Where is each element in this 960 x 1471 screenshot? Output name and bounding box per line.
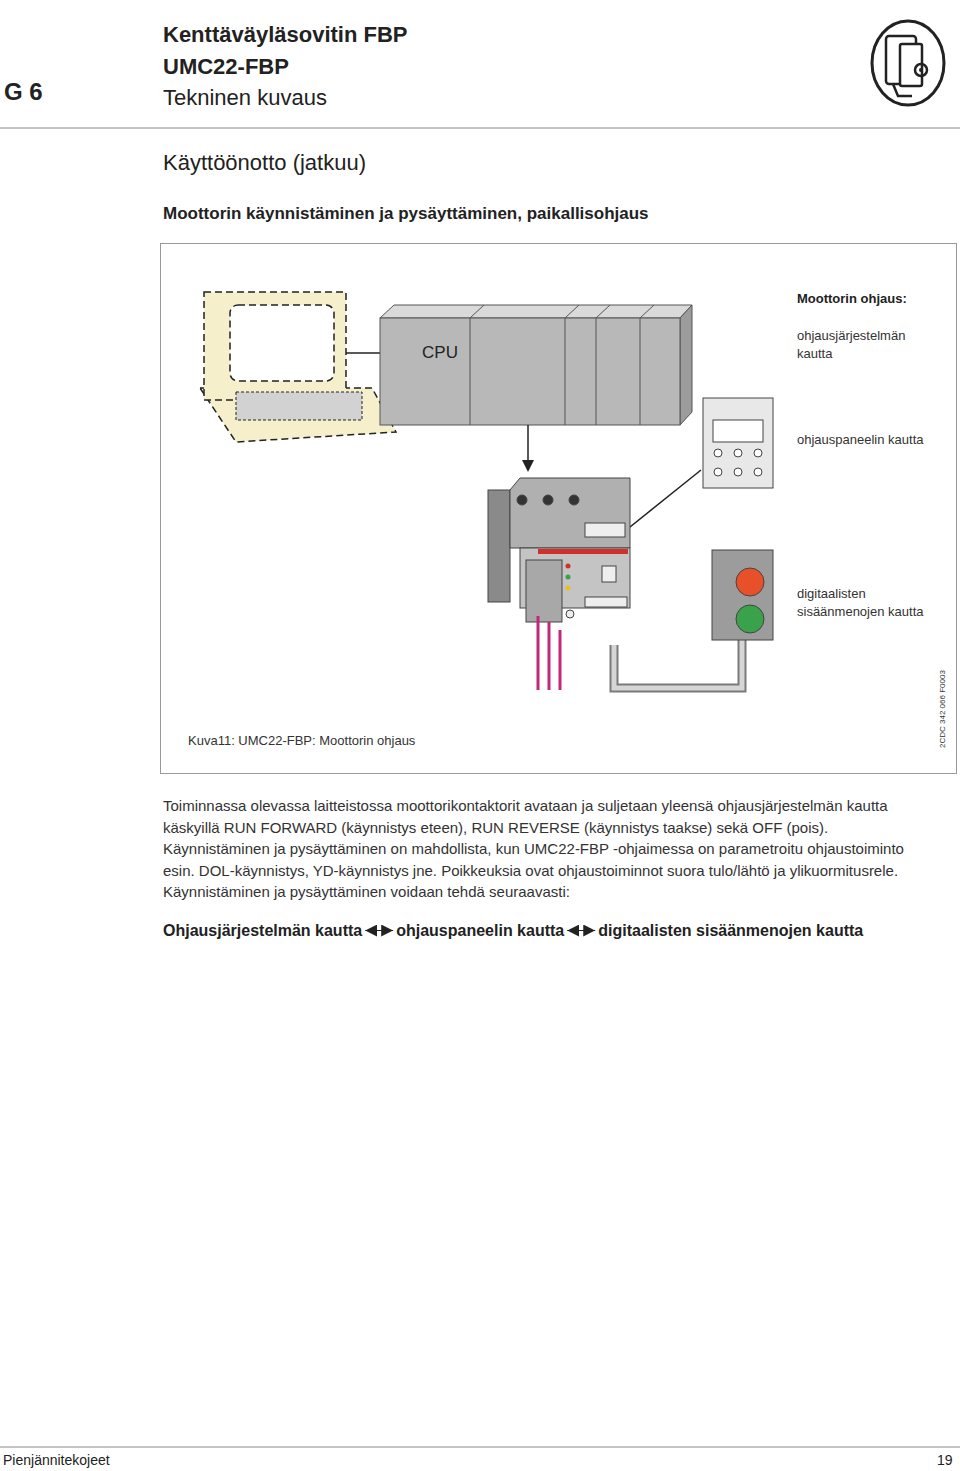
- body-text: Käynnistäminen ja pysäyttäminen on mahdo…: [163, 838, 933, 903]
- text-label: digitaalisten sisäänmenojen kautta: [797, 585, 937, 621]
- cpu-module: CPU: [416, 339, 464, 367]
- node-text: digitaalisten sisäänmenojen kautta: [598, 920, 863, 942]
- text-label: Pienjännitekojeet: [3, 1451, 110, 1469]
- cable: [614, 640, 742, 688]
- text-label: ohjausjärjestelmän kautta: [797, 327, 937, 363]
- plc-rack: [380, 305, 692, 425]
- text-label: 19: [937, 1451, 953, 1469]
- pushbutton-box: [712, 550, 773, 640]
- cable: [538, 616, 560, 690]
- text-label: 2CDC 342 066 F0003: [938, 670, 948, 748]
- section-title: Käyttöönotto (jatkuu): [163, 148, 366, 178]
- computer-symbol: [200, 292, 396, 442]
- double-arrow: [365, 930, 393, 931]
- text-label: Moottorin käynnistäminen ja pysäyttämine…: [163, 203, 649, 225]
- body-text: Toiminnassa olevassa laitteistossa moott…: [163, 795, 933, 838]
- figure-frame: [161, 244, 957, 774]
- node-text: CPU: [422, 339, 458, 367]
- text-label: Tekninen kuvaus: [163, 83, 327, 113]
- text-label: Moottorin ohjaus:: [797, 290, 947, 308]
- control-option: Ohjausjärjestelmän kautta: [163, 920, 362, 942]
- control-option: ohjauspaneelin kautta: [396, 920, 564, 942]
- header-rule: [0, 128, 960, 129]
- device-icon: [872, 21, 944, 105]
- umc-device: [488, 478, 630, 622]
- footer-rule: [0, 1447, 960, 1448]
- control-option: digitaalisten sisäänmenojen kautta: [598, 920, 863, 942]
- node-text: ohjauspaneelin kautta: [396, 920, 564, 942]
- link-line: [346, 352, 380, 354]
- text-label: UMC22-FBP: [163, 52, 289, 82]
- control-panel: [703, 398, 773, 488]
- figure-caption: Kuva11: UMC22-FBP: Moottorin ohjaus: [188, 732, 415, 750]
- double-arrow: [567, 930, 595, 931]
- text-label: Kenttäväyläsovitin FBP: [163, 20, 408, 50]
- text-label: ohjauspaneelin kautta: [797, 431, 947, 449]
- text-label: G 6: [4, 77, 43, 107]
- cable: [614, 640, 742, 688]
- node-text: Ohjausjärjestelmän kautta: [163, 920, 362, 942]
